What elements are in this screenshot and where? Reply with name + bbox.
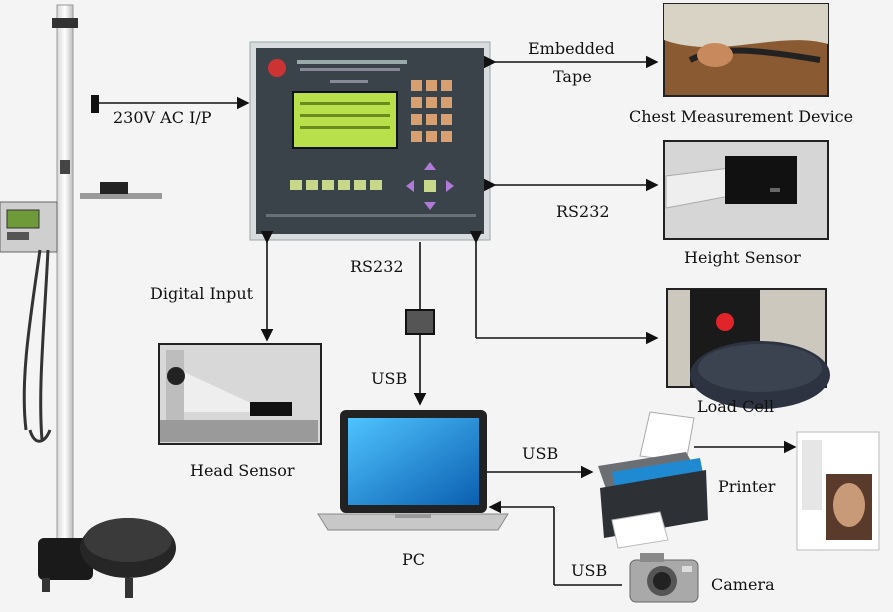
rs232-pc-label: RS232	[350, 257, 404, 276]
usb-printer-label: USB	[522, 444, 559, 463]
printer-icon	[598, 411, 708, 549]
printer-label: Printer	[718, 477, 776, 496]
laptop-icon	[317, 410, 509, 531]
head-sensor-label: Head Sensor	[190, 461, 295, 480]
camera-label: Camera	[711, 575, 775, 594]
load-cell-photo	[666, 288, 830, 409]
chest-device-label: Chest Measurement Device	[629, 107, 854, 126]
power-input-label: 230V AC I/P	[113, 108, 212, 127]
usb-pc-label: USB	[371, 369, 408, 388]
embedded-tape-label-line2: Tape	[553, 67, 592, 86]
rs232-usb-converter-icon	[405, 309, 435, 335]
embedded-tape-label-line1: Embedded	[528, 39, 615, 58]
usb-camera-label: USB	[571, 561, 608, 580]
printout-icon	[796, 431, 880, 551]
digital-input-label: Digital Input	[150, 284, 254, 303]
height-sensor-photo	[663, 140, 829, 240]
head-sensor-photo	[158, 343, 322, 445]
anthropometer-illustration	[0, 4, 176, 598]
connection-lines	[99, 55, 797, 586]
load-cell-label: Load Cell	[697, 397, 775, 416]
pc-label: PC	[402, 550, 426, 569]
power-plug-icon	[91, 95, 99, 113]
controller-panel	[249, 41, 491, 241]
rs232-height-label: RS232	[556, 202, 610, 221]
chest-measurement-photo	[663, 3, 829, 97]
camera-icon	[629, 553, 699, 603]
height-sensor-label: Height Sensor	[684, 248, 801, 267]
